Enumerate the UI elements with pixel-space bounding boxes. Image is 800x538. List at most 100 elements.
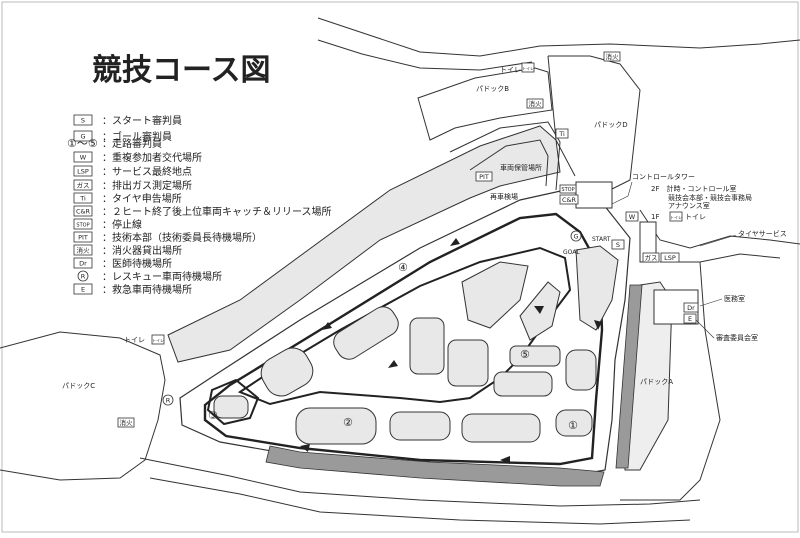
- tower-2f-line-1: 2F 計時・コントロール室: [651, 184, 736, 193]
- course-main-line: [203, 212, 604, 466]
- infield-island: [389, 411, 451, 441]
- legend-item-stop: STOP ：停止線: [73, 218, 142, 231]
- stewards-room-label: 審査委員会室: [716, 333, 758, 342]
- dr-tag-text: Dr: [687, 304, 695, 312]
- legend-text: ：消火器貸出場所: [102, 244, 182, 257]
- ti-tag: Ti: [555, 128, 569, 139]
- reinspection-label: 再車検場: [490, 192, 518, 201]
- s-tag-text: S: [616, 241, 620, 249]
- toilet-tag: トイレ: [669, 211, 683, 222]
- legend-text: ：レスキュー車両待機場所: [102, 270, 222, 283]
- cr-tag-box: [559, 194, 579, 205]
- legend-item-goal: G ：ゴール審判員: [73, 130, 172, 143]
- fire-tag-box: [117, 417, 135, 428]
- infield-island: [575, 245, 619, 331]
- toilet-tag-box: [521, 62, 535, 73]
- legend-text: ：スタート審判員: [102, 114, 182, 127]
- gas-tag: ガス: [642, 252, 660, 263]
- fire-tag-text: 消火: [606, 52, 620, 61]
- legend-text: ：技術本部（技術委員長待機場所）: [102, 231, 262, 244]
- lsp-tag: LSP: [660, 252, 680, 263]
- lsp-tag-text: LSP: [664, 254, 676, 262]
- grandstand-right: [615, 284, 643, 469]
- dr-tag: Dr: [683, 302, 699, 313]
- toilet-label-b: トイレ: [500, 66, 521, 74]
- e-tag-text: E: [688, 315, 692, 323]
- r-tag-circle: [162, 394, 174, 406]
- e-tag: E: [683, 313, 697, 324]
- start-label: START: [592, 236, 611, 243]
- toilet-tag: トイレ: [151, 334, 165, 345]
- fire-tag-box: [603, 51, 621, 62]
- direction-arrow: [300, 444, 310, 452]
- area-labels: パドックB パドックD パドックC パドックA 車両保管場所 再車検場 コントロ…: [62, 66, 787, 390]
- gas-tag-text: ガス: [645, 253, 658, 262]
- site-edge-right: [620, 261, 721, 501]
- legend-symbol: ①～⑤: [67, 137, 98, 150]
- marshal-post-2: ②: [343, 416, 353, 429]
- direction-arrow: [594, 320, 602, 330]
- g-tag: G: [570, 230, 582, 242]
- direction-arrows: [300, 238, 602, 464]
- paddock-d-label: パドックD: [594, 121, 628, 129]
- w-tag-text: W: [629, 213, 636, 221]
- legend-item-post: ①～⑤ ：走路審判員: [67, 137, 162, 150]
- legend-item-start: S ：スタート審判員: [73, 114, 182, 127]
- vehicle-storage-label: 車両保管場所: [500, 163, 542, 172]
- legend-text: ：タイヤ申告場所: [102, 192, 182, 205]
- pit-road-outer: [449, 121, 561, 191]
- legend-symbol: C&R: [76, 208, 91, 216]
- legend-symbol-box: [73, 205, 93, 217]
- tower-1f-suffix: トイレ: [685, 213, 706, 221]
- buildings: [575, 181, 699, 325]
- infield-island: [333, 306, 399, 360]
- w-tag-box: [625, 211, 639, 222]
- ti-tag-box: [555, 128, 569, 139]
- marshal-post-4: ④: [398, 261, 408, 274]
- legend-text: ：医師待機場所: [102, 257, 172, 270]
- legend-text: ：停止線: [102, 218, 142, 231]
- paddock-a-label: パドックA: [640, 378, 673, 386]
- legend-item-doctor: Dr ：医師待機場所: [73, 257, 172, 270]
- tower-1f-prefix: 1F: [651, 213, 659, 221]
- tower-2f-line-3: アナウンス室: [668, 201, 710, 210]
- pit-tag-box: [475, 171, 493, 182]
- legend-text: ：走路審判員: [102, 137, 162, 150]
- stop-tag: STOP: [559, 184, 577, 194]
- infield-island: [493, 371, 553, 397]
- dr-tag-box: [683, 302, 699, 313]
- infield-island: [509, 345, 561, 367]
- ti-tag-text: Ti: [558, 130, 565, 138]
- road-right-upper: [639, 209, 800, 249]
- fire-extinguisher-tag: 消火: [526, 98, 544, 109]
- legend-symbol: Dr: [79, 260, 87, 268]
- toilet-label-c: トイレ: [124, 336, 145, 344]
- s-tag-box: [611, 239, 625, 250]
- paddock-c-outline: [0, 331, 166, 481]
- course-hairpin-left: [206, 378, 260, 426]
- cr-tag: C&R: [559, 194, 579, 205]
- marshal-post-3: ③: [208, 409, 218, 422]
- direction-arrow: [388, 360, 398, 368]
- grandstand-strips: [265, 284, 643, 487]
- paddock-b-label: パドックB: [476, 85, 509, 93]
- paddock-c-label: パドックC: [62, 382, 95, 390]
- pit-road: [449, 121, 561, 191]
- legend-symbol-box: [73, 231, 93, 243]
- legend-symbol: E: [81, 286, 85, 294]
- medical-room-label: 医務室: [724, 294, 745, 303]
- legend-text: ：ゴール審判員: [102, 130, 172, 143]
- legend-item-pit: PIT ：技術本部（技術委員長待機場所）: [73, 231, 262, 244]
- stop-tag-box: [559, 184, 577, 194]
- infield-island: [565, 349, 597, 391]
- legend-item-driver-change: W ：重複参加者交代場所: [73, 151, 202, 164]
- road-top-upper: [317, 17, 800, 57]
- legend-symbol-box: [73, 257, 93, 269]
- toilet-tag-text: トイレ: [152, 338, 164, 343]
- legend-item-lsp: LSP ：サービス最終地点: [73, 165, 192, 178]
- legend-symbol: LSP: [77, 168, 89, 176]
- road-right-lower: [660, 253, 781, 263]
